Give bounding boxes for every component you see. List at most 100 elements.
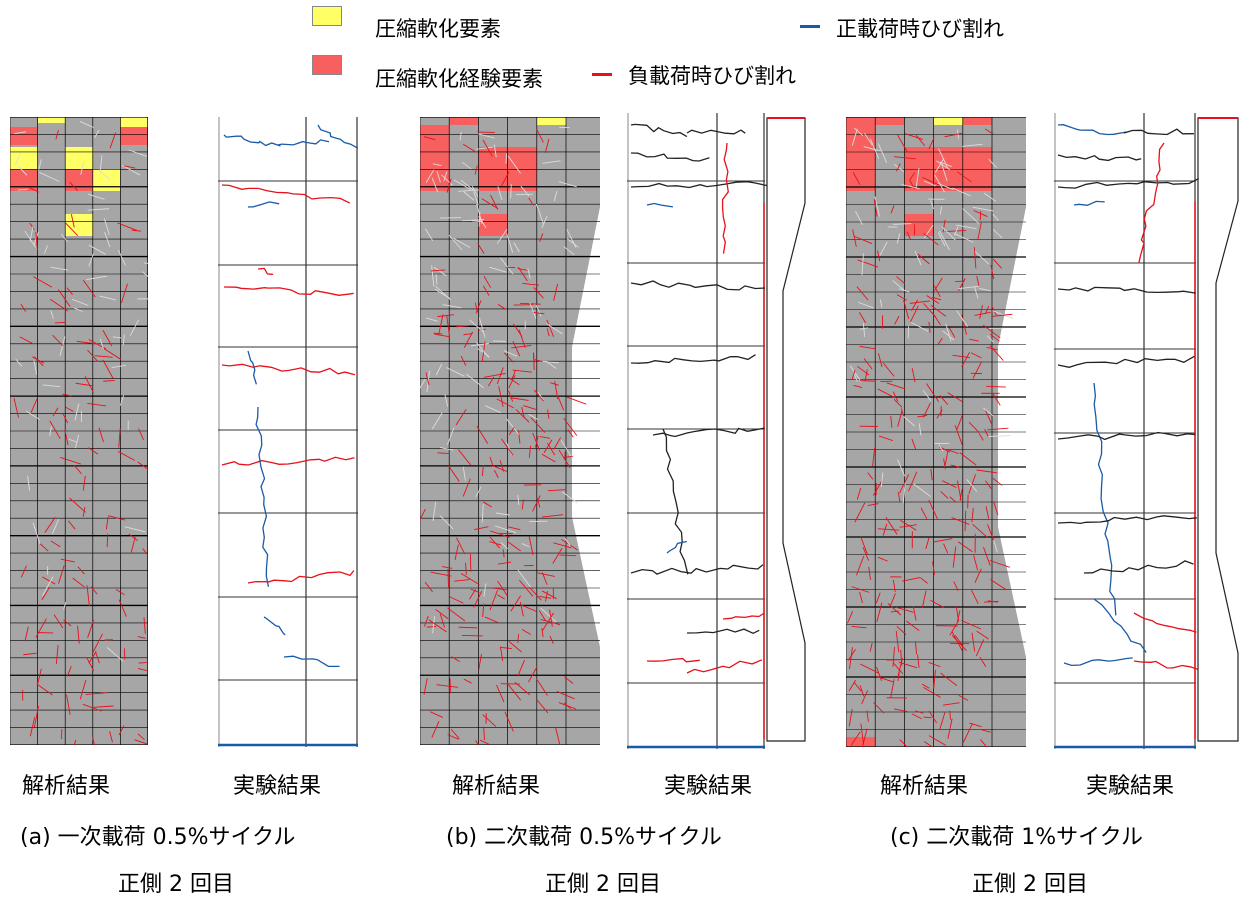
analysis-crack-closed <box>503 350 518 357</box>
analysis-crack <box>62 413 69 424</box>
analysis-crack-closed <box>892 223 912 225</box>
analysis-crack-closed <box>448 234 463 251</box>
analysis-crack <box>35 618 47 638</box>
analysis-crack <box>939 395 949 406</box>
analysis-crack-closed <box>33 360 38 375</box>
analysis-crack <box>942 219 946 233</box>
analysis-crack-closed <box>435 285 452 301</box>
negative-crack <box>1133 660 1198 670</box>
analysis-crack <box>86 585 90 607</box>
analysis-crack <box>77 625 80 644</box>
analysis-crack <box>66 694 71 715</box>
softening-element <box>536 117 566 125</box>
analysis-crack <box>899 474 910 494</box>
analysis-crack-closed <box>500 257 514 275</box>
analysis-crack <box>547 489 566 492</box>
analysis-crack <box>984 128 994 135</box>
analysis-crack-closed <box>489 266 507 273</box>
analysis-crack <box>987 600 999 603</box>
softening-element <box>10 169 38 191</box>
analysis-crack-closed <box>24 230 37 248</box>
analysis-crack <box>945 230 967 233</box>
analysis-crack <box>138 428 144 440</box>
analysis-crack <box>460 355 467 366</box>
analysis-crack <box>930 468 933 481</box>
analysis-crack <box>32 356 45 364</box>
analysis-crack <box>423 136 436 141</box>
analysis-crack-closed <box>478 317 486 338</box>
analysis-crack <box>29 717 36 737</box>
analysis-crack <box>553 437 561 450</box>
analysis-crack <box>86 657 95 672</box>
analysis-crack <box>484 616 499 624</box>
analysis-crack <box>55 130 59 140</box>
analysis-crack <box>546 328 550 337</box>
analysis-crack <box>956 610 961 624</box>
analysis-crack <box>563 418 578 436</box>
analysis-crack <box>515 409 530 423</box>
analysis-crack <box>53 614 64 629</box>
analysis-crack <box>102 359 114 379</box>
previous-crack <box>1057 355 1195 368</box>
analysis-crack <box>541 627 544 638</box>
analysis-crack-closed <box>937 232 946 247</box>
analysis-crack <box>143 617 146 634</box>
analysis-crack <box>446 178 452 193</box>
analysis-crack-closed <box>898 288 910 293</box>
analysis-crack-closed <box>111 364 126 369</box>
analysis-crack <box>82 703 102 712</box>
analysis-crack <box>542 612 554 631</box>
analysis-crack-closed <box>117 249 126 266</box>
analysis-crack <box>482 139 493 157</box>
analysis-crack-closed <box>73 307 83 312</box>
analysis-crack <box>508 390 514 402</box>
analysis-crack <box>890 205 895 214</box>
analysis-crack <box>65 406 74 412</box>
analysis-crack-closed <box>497 186 503 200</box>
analysis-crack-closed <box>32 522 41 544</box>
analysis-crack <box>946 448 959 455</box>
analysis-crack <box>923 741 934 747</box>
analysis-crack <box>58 565 65 584</box>
analysis-crack-closed <box>106 647 124 662</box>
analysis-crack <box>877 388 896 399</box>
analysis-crack <box>518 329 526 348</box>
analysis-crack <box>928 710 938 724</box>
analysis-crack <box>877 556 888 562</box>
analysis-crack <box>41 586 51 601</box>
analysis-crack <box>460 573 480 585</box>
analysis-crack <box>872 480 883 496</box>
analysis-crack-closed <box>476 146 493 150</box>
analysis-crack <box>883 362 895 377</box>
analysis-crack-closed <box>879 241 888 256</box>
analysis-crack-closed <box>528 413 539 421</box>
positive-crack <box>1073 200 1105 206</box>
analysis-crack <box>558 449 571 469</box>
analysis-crack-closed <box>566 238 579 248</box>
analysis-crack-closed <box>915 168 920 188</box>
analysis-crack <box>87 402 107 407</box>
analysis-crack <box>984 429 989 437</box>
analysis-crack <box>873 199 878 217</box>
analysis-crack <box>87 447 99 455</box>
analysis-crack <box>528 536 534 556</box>
analysis-crack <box>508 374 516 389</box>
analysis-crack-closed <box>962 208 980 224</box>
analysis-crack <box>463 331 474 348</box>
analysis-crack-closed <box>853 127 864 137</box>
analysis-crack <box>137 668 148 672</box>
analysis-crack <box>981 729 991 733</box>
analysis-crack <box>890 415 893 428</box>
analysis-crack-closed <box>506 418 520 435</box>
analysis-crack-closed <box>435 363 443 376</box>
analysis-crack-closed <box>29 226 34 242</box>
analysis-crack <box>504 352 514 363</box>
analysis-crack-closed <box>962 143 983 147</box>
positive-crack <box>277 139 330 146</box>
analysis-crack <box>518 579 534 597</box>
softening-element <box>478 214 508 236</box>
analysis-crack <box>853 235 873 244</box>
analysis-crack <box>857 259 879 268</box>
analysis-crack <box>130 536 136 554</box>
analysis-crack <box>860 536 869 555</box>
